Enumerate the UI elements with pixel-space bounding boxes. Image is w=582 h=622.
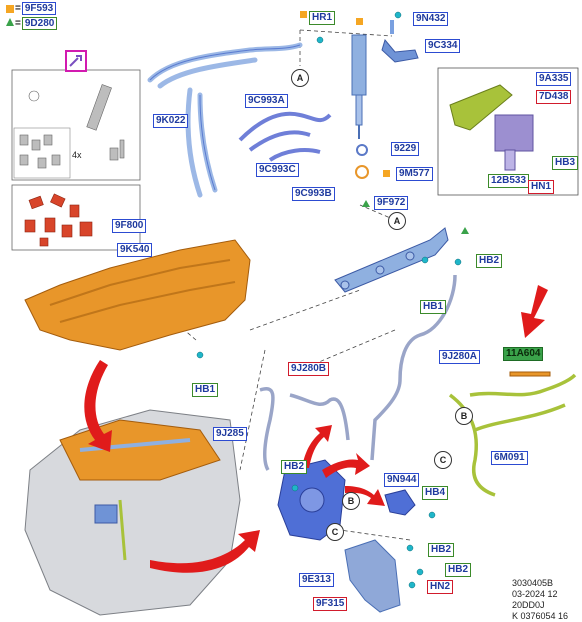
part-label-9j280a[interactable]: 9J280A: [439, 350, 481, 364]
part-label-hb3[interactable]: HB3: [552, 156, 579, 170]
part-label-hb2[interactable]: HB2: [476, 254, 503, 268]
part-label-hb1[interactable]: HB1: [192, 383, 219, 397]
camshaft-carrier: [24, 239, 251, 351]
kit-parts: [19, 84, 125, 169]
part-label-hb2[interactable]: HB2: [281, 460, 308, 474]
part-label-9n432[interactable]: 9N432: [413, 12, 449, 26]
pointer-arrows: [84, 285, 548, 573]
part-label-hn1[interactable]: HN1: [528, 180, 555, 194]
part-label-9k022[interactable]: 9K022: [153, 114, 189, 128]
part-label-7d438[interactable]: 7D438: [536, 90, 572, 104]
part-label-9f800[interactable]: 9F800: [112, 219, 147, 233]
legend-code: 9F593: [21, 2, 57, 15]
part-label-9j280b[interactable]: 9J280B: [288, 362, 330, 376]
stamp-line: 20DD0J: [511, 600, 545, 610]
stamp-line: 03-2024 12: [511, 589, 558, 599]
legend-triangle-icon: [6, 18, 14, 26]
document-stamp: 3030405B 03-2024 12 20DD0J K 0376054 16: [512, 578, 568, 622]
part-label-9j285[interactable]: 9J285: [213, 427, 247, 441]
part-label-9f972[interactable]: 9F972: [374, 196, 409, 210]
part-label-9e313[interactable]: 9E313: [299, 573, 334, 587]
part-label-6m091[interactable]: 6M091: [491, 451, 528, 465]
part-label-9f315[interactable]: 9F315: [313, 597, 348, 611]
sensor-module: [449, 84, 534, 171]
part-label-hn2[interactable]: HN2: [427, 580, 454, 594]
pump-bracket: [344, 539, 401, 613]
stamp-line: 3030405B: [511, 578, 553, 588]
quantity-label: 4x: [72, 150, 82, 160]
caps-box: [11, 184, 141, 251]
callout-a: A: [291, 69, 309, 87]
part-label-9c993b[interactable]: 9C993B: [292, 187, 335, 201]
tool-kit-icon[interactable]: [65, 50, 87, 72]
part-label-9229[interactable]: 9229: [391, 142, 420, 156]
marker-square-icon: [300, 11, 307, 18]
legend-item: =9F593: [15, 2, 57, 15]
marker-triangle-icon: [461, 227, 469, 234]
part-label-11a604[interactable]: 11A604: [503, 347, 544, 361]
legend-square-icon: [6, 5, 14, 13]
callout-c: C: [434, 451, 452, 469]
sensor-9n944: [384, 489, 416, 516]
fuel-pipes-outline: [149, 44, 301, 191]
hp-pump: [277, 459, 346, 541]
part-label-hb4[interactable]: HB4: [422, 486, 449, 500]
callout-c: C: [326, 523, 344, 541]
marker-square-icon: [356, 18, 363, 25]
part-label-hb2[interactable]: HB2: [428, 543, 455, 557]
wiring-harness: [448, 373, 577, 497]
caps: [24, 193, 93, 247]
leak-off-hoses: [238, 111, 332, 162]
stamp-line: K 0376054 16: [511, 611, 568, 621]
part-label-9k540[interactable]: 9K540: [117, 243, 153, 257]
fuel-rail: [334, 227, 449, 293]
connector-11a604: [509, 371, 551, 377]
part-label-9c334[interactable]: 9C334: [425, 39, 461, 53]
part-label-hb1[interactable]: HB1: [420, 300, 447, 314]
part-label-9c993a[interactable]: 9C993A: [245, 94, 288, 108]
marker-triangle-icon: [362, 200, 370, 207]
injector: [351, 34, 369, 179]
part-label-9a335[interactable]: 9A335: [536, 72, 572, 86]
legend-item: =9D280: [15, 17, 58, 30]
callout-a: A: [388, 212, 406, 230]
legend-code: 9D280: [21, 17, 58, 30]
kit-subbox: [13, 127, 71, 179]
part-label-9c993c[interactable]: 9C993C: [256, 163, 299, 177]
engine-block: [24, 409, 241, 616]
part-label-12b533[interactable]: 12B533: [488, 174, 530, 188]
part-label-hb2[interactable]: HB2: [445, 563, 472, 577]
marker-square-icon: [383, 170, 390, 177]
part-label-9n944[interactable]: 9N944: [384, 473, 420, 487]
clamp-9c334: [381, 20, 419, 63]
callout-b: B: [455, 407, 473, 425]
part-label-9m577[interactable]: 9M577: [396, 167, 433, 181]
callout-b: B: [342, 492, 360, 510]
part-label-hr1[interactable]: HR1: [309, 11, 336, 25]
